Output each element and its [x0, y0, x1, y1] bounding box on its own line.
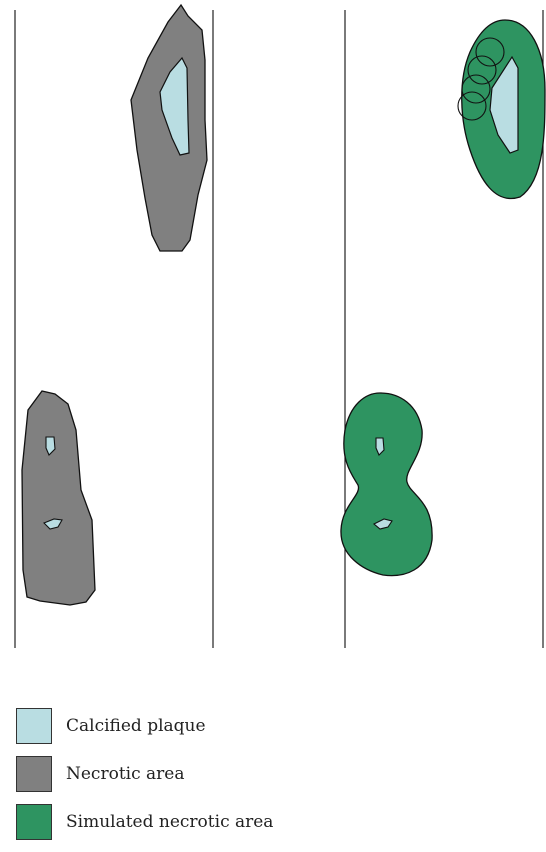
- legend-swatch-necrotic: [16, 756, 52, 792]
- legend-label-calcified: Calcified plaque: [66, 716, 206, 736]
- necrotic-area-bottom: [22, 391, 95, 605]
- legend-label-simulated: Simulated necrotic area: [66, 812, 273, 832]
- legend-swatch-calcified: [16, 708, 52, 744]
- simulated-necrotic-area-bottom: [341, 393, 432, 576]
- legend-item-simulated: Simulated necrotic area: [16, 804, 273, 840]
- legend-label-necrotic: Necrotic area: [66, 764, 184, 784]
- legend-swatch-simulated: [16, 804, 52, 840]
- legend-item-calcified: Calcified plaque: [16, 708, 273, 744]
- legend-item-necrotic: Necrotic area: [16, 756, 273, 792]
- plaque-diagram: [0, 0, 546, 700]
- legend: Calcified plaque Necrotic area Simulated…: [16, 708, 273, 852]
